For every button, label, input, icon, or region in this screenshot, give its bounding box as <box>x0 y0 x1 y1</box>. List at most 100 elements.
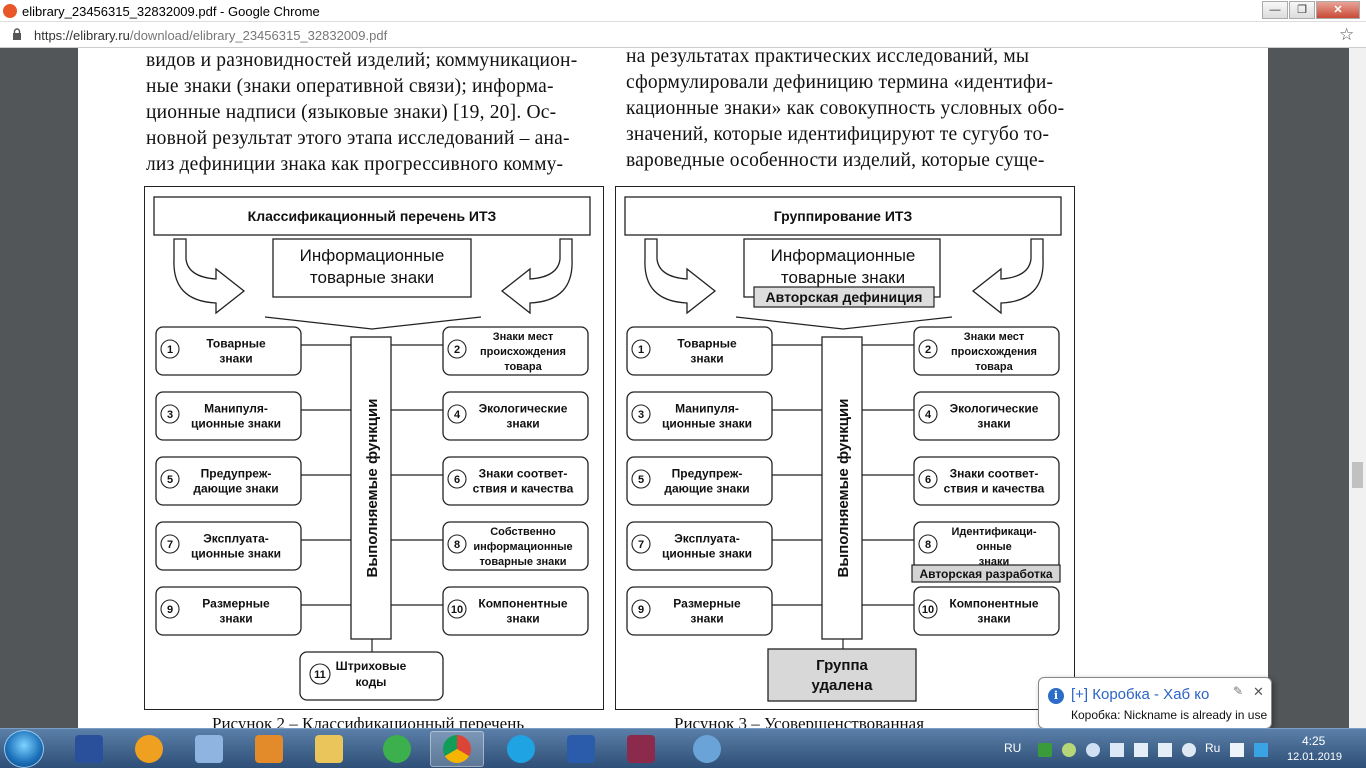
category-label: Знаки мест <box>493 331 554 343</box>
number-circle <box>918 534 938 554</box>
clock-time[interactable]: 4:25 <box>1302 734 1326 748</box>
category-box <box>155 521 302 571</box>
speaker-icon <box>195 735 223 763</box>
shield-icon[interactable] <box>1038 743 1052 757</box>
category-label: ствия и качества <box>944 482 1045 496</box>
taskbar-winrar[interactable] <box>614 731 668 767</box>
taskbar-messenger[interactable] <box>370 731 424 767</box>
pdf-viewer[interactable]: видов и разновидностей изделий; коммуник… <box>0 48 1366 728</box>
figure-right-diagram: Группирование ИТЗИнформационныетоварные … <box>624 196 1062 702</box>
category-box <box>626 391 773 441</box>
category-label: Эксплуата- <box>674 532 740 546</box>
caption-figure-2: Рисунок 2 – Классификационный перечень <box>212 714 525 728</box>
category-box <box>626 586 773 636</box>
vertical-scrollbar[interactable] <box>1349 48 1366 728</box>
category-box <box>442 456 589 506</box>
bookmark-star-icon[interactable]: ☆ <box>1339 25 1355 44</box>
clipboard-icon[interactable] <box>1230 743 1244 757</box>
x-icon[interactable] <box>1182 743 1196 757</box>
number-circle <box>160 404 180 424</box>
taskbar-fl-studio[interactable] <box>122 731 176 767</box>
flag-icon[interactable] <box>1158 743 1172 757</box>
notification-close-icon[interactable]: ✕ <box>1253 684 1264 699</box>
taskbar-word[interactable] <box>554 731 608 767</box>
url-text[interactable]: https://elibrary.ru/download/elibrary_23… <box>34 28 387 43</box>
text-line: кационные знаки» как совокупность условн… <box>626 98 1065 119</box>
header-box <box>624 196 1062 236</box>
category-box <box>442 391 589 441</box>
url-path: /download/elibrary_23456315_32832009.pdf <box>129 28 388 43</box>
number-circle <box>631 339 651 359</box>
header-box <box>153 196 591 236</box>
number-circle <box>631 599 651 619</box>
taskbar-skype[interactable] <box>494 731 548 767</box>
category-number: 9 <box>638 604 644 616</box>
category-label: Штриховые <box>336 659 407 673</box>
taskbar-audio-app[interactable] <box>182 731 236 767</box>
tray-notification[interactable]: i [+] Коробка - Хаб ко Коробка: Nickname… <box>1038 677 1272 738</box>
scrollbar-thumb[interactable] <box>1352 462 1363 488</box>
close-button[interactable]: ✕ <box>1316 1 1360 19</box>
address-bar[interactable]: https://elibrary.ru/download/elibrary_23… <box>0 22 1366 48</box>
category-label: знаки <box>690 352 723 366</box>
category-box <box>155 391 302 441</box>
taskbar-chrome[interactable] <box>430 731 484 767</box>
fruit-icon <box>135 735 163 763</box>
removed-group-line1: Группа <box>816 657 868 674</box>
category-label: Манипуля- <box>204 402 268 416</box>
category-box <box>626 326 773 376</box>
functions-column <box>350 336 392 640</box>
taskbar-media-player[interactable] <box>242 731 296 767</box>
removed-group-box <box>767 648 917 702</box>
language-indicator[interactable]: RU <box>1004 741 1022 755</box>
category-label: Знаки мест <box>964 331 1025 343</box>
taskbar-explorer[interactable] <box>302 731 356 767</box>
category-number: 10 <box>922 604 934 616</box>
minimize-button[interactable]: — <box>1262 1 1288 19</box>
taskbar-save-app[interactable] <box>62 731 116 767</box>
clock-date[interactable]: 12.01.2019 <box>1287 751 1343 763</box>
text-line: вароведные особенности изделий, которые … <box>626 150 1045 171</box>
bluetooth-icon[interactable] <box>1086 743 1100 757</box>
functions-label: Выполняемые функции <box>364 399 381 578</box>
category-box <box>442 521 589 571</box>
category-label: знаки <box>219 352 252 366</box>
text-column-right: на результатах практических исследований… <box>626 48 1082 174</box>
text-line: лиз дефиниции знака как прогрессивного к… <box>146 154 564 175</box>
keyboard-layout[interactable]: Ru <box>1205 741 1221 755</box>
category-label: Компонентные <box>949 597 1038 611</box>
category-label: Предупреж- <box>672 467 743 481</box>
removed-group-line2: удалена <box>812 677 874 694</box>
network-icon[interactable] <box>1110 743 1124 757</box>
number-circle <box>918 339 938 359</box>
signal-icon[interactable] <box>1134 743 1148 757</box>
category-label: знаки <box>506 612 539 626</box>
pin-icon[interactable]: ✎ <box>1233 684 1244 698</box>
category-box <box>626 521 773 571</box>
category-number: 3 <box>638 409 644 421</box>
number-circle <box>918 404 938 424</box>
category-label: знаки <box>977 612 1010 626</box>
taskbar-search-app[interactable] <box>680 731 734 767</box>
notification-body: Коробка: Nickname is already in use <box>1071 708 1268 722</box>
category-label: происхождения <box>480 346 566 358</box>
number-circle <box>309 663 331 685</box>
start-button[interactable] <box>4 730 44 768</box>
category-number: 2 <box>454 344 460 356</box>
tray-app-icon[interactable] <box>1062 743 1076 757</box>
category-label: коды <box>356 675 387 689</box>
number-circle <box>447 339 467 359</box>
category-number: 2 <box>925 344 931 356</box>
window-title: elibrary_23456315_32832009.pdf - Google … <box>22 4 320 19</box>
text-line: значений, которые идентифицируют те сугу… <box>626 124 1050 145</box>
center-title-line2: товарные знаки <box>310 268 434 287</box>
category-box <box>913 456 1060 506</box>
notification-title[interactable]: [+] Коробка - Хаб ко <box>1071 686 1210 703</box>
dc-client-icon[interactable] <box>1254 743 1268 757</box>
window-title-bar: elibrary_23456315_32832009.pdf - Google … <box>0 0 1366 22</box>
maximize-button[interactable]: ❐ <box>1289 1 1315 19</box>
text-line: на результатах практических исследований… <box>626 48 1030 67</box>
number-circle <box>160 534 180 554</box>
number-circle <box>918 599 938 619</box>
